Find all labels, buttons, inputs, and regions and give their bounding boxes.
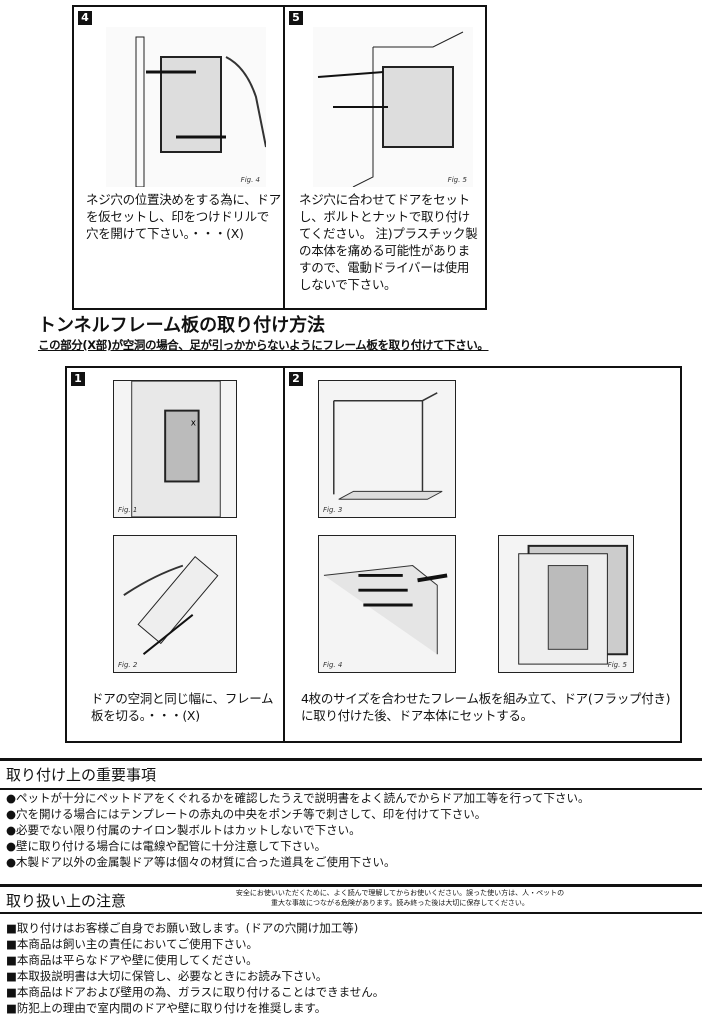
- figure-3-frame-assembly: Fig. 3: [318, 380, 456, 518]
- handling-section-header: 取り扱い上の注意 安全にお使いいただくために、よく読んで理解してからお使いくださ…: [0, 884, 702, 914]
- divider: [283, 368, 285, 741]
- list-item: ■本商品はドアおよび壁用の為、ガラスに取り付けることはできません。: [6, 985, 385, 999]
- svg-text:x: x: [191, 418, 196, 428]
- step-4-panel: 4 Fig. 4 ネジ穴の位置決めをする為に、ドアを仮セットし、印をつけドリルで…: [72, 5, 285, 310]
- step-5-panel: 5 Fig. 5 ネジ穴に合わせてドアをセットし、ボルトとナットで取り付けてくだ…: [283, 5, 487, 310]
- list-item: ●穴を開ける場合にはテンプレートの赤丸の中央をポンチ等で刺さして、印を付けて下さ…: [6, 807, 487, 821]
- list-item: ■本商品は平らなドアや壁に使用してください。: [6, 953, 258, 967]
- figure-4-attach-frame: Fig. 4: [318, 535, 456, 673]
- figure-2-cut-frame: Fig. 2: [113, 535, 237, 673]
- list-item: ●木製ドア以外の金属製ドア等は個々の材質に合った道具をご使用下さい。: [6, 855, 396, 869]
- handling-title: 取り扱い上の注意: [6, 892, 127, 910]
- figure-caption: Fig. 2: [118, 661, 138, 669]
- step-4-text: ネジ穴の位置決めをする為に、ドアを仮セットし、印をつけドリルで穴を開けて下さい。…: [86, 192, 281, 241]
- figure-caption: Fig. 5: [447, 176, 467, 184]
- figure-1-door-cavity: x Fig. 1: [113, 380, 237, 518]
- figure-caption: Fig. 4: [323, 661, 343, 669]
- step-number: 5: [289, 11, 303, 25]
- figure-caption: Fig. 4: [240, 176, 260, 184]
- important-section-header: 取り付け上の重要事項: [0, 758, 702, 790]
- safety-note-line: 重大な事故につながる危険があります。読み終った後は大切に保存してください。: [271, 899, 529, 907]
- list-item: ■取り付けはお客様ご自身でお願い致します。(ドアの穴開け加工等): [6, 921, 359, 935]
- step-5-text: ネジ穴に合わせてドアをセットし、ボルトとナットで取り付けてください。 注)プラス…: [299, 192, 478, 292]
- list-item: ■本商品は飼い主の責任においてご使用下さい。: [6, 937, 259, 951]
- step-number: 1: [71, 372, 85, 386]
- list-item: ●ペットが十分にペットドアをくぐれるかを確認したうえで説明書をよく読んでからドア…: [6, 791, 590, 805]
- important-list: ●ペットが十分にペットドアをくぐれるかを確認したうえで説明書をよく読んでからドア…: [6, 790, 590, 870]
- figure-caption: Fig. 1: [118, 506, 138, 514]
- figure-5-set-door: Fig. 5: [498, 535, 634, 673]
- handling-list: ■取り付けはお客様ご自身でお願い致します。(ドアの穴開け加工等) ■本商品は飼い…: [6, 920, 384, 1016]
- step-number: 4: [78, 11, 92, 25]
- figure-caption: Fig. 3: [323, 506, 343, 514]
- figure-4-drill-holes: Fig. 4: [106, 27, 266, 187]
- figure-caption: Fig. 5: [607, 661, 627, 669]
- step-number: 2: [289, 372, 303, 386]
- tunnel-frame-panel: 1 2 x Fig. 1 Fig. 2 ドアの空洞と同じ幅に、フレーム板を切る。…: [65, 366, 682, 743]
- list-item: ■防犯上の理由で室内間のドアや壁に取り付けを推奨します。: [6, 1001, 327, 1015]
- list-item: ●必要でない限り付属のナイロン製ボルトはカットしないで下さい。: [6, 823, 361, 837]
- tunnel-frame-title: トンネルフレーム板の取り付け方法: [38, 315, 326, 336]
- important-title: 取り付け上の重要事項: [6, 766, 157, 784]
- step-2-text: 4枚のサイズを合わせたフレーム板を組み立て、ドア(フラップ付き)に取り付けた後、…: [301, 691, 671, 723]
- list-item: ■本取扱説明書は大切に保管し、必要なときにお読み下さい。: [6, 969, 328, 983]
- safety-note-line: 安全にお使いいただくために、よく読んで理解してからお使いください。誤った使い方は…: [235, 889, 565, 897]
- figure-5-bolt-door: Fig. 5: [313, 27, 473, 187]
- list-item: ●壁に取り付ける場合には電線や配管に十分注意して下さい。: [6, 839, 327, 853]
- safety-note: 安全にお使いいただくために、よく読んで理解してからお使いください。誤った使い方は…: [200, 888, 600, 908]
- step-1-text: ドアの空洞と同じ幅に、フレーム板を切る。・・・(X): [91, 691, 274, 723]
- tunnel-frame-subtitle: この部分(X部)が空洞の場合、足が引っかからないようにフレーム板を取り付けて下さ…: [38, 338, 489, 352]
